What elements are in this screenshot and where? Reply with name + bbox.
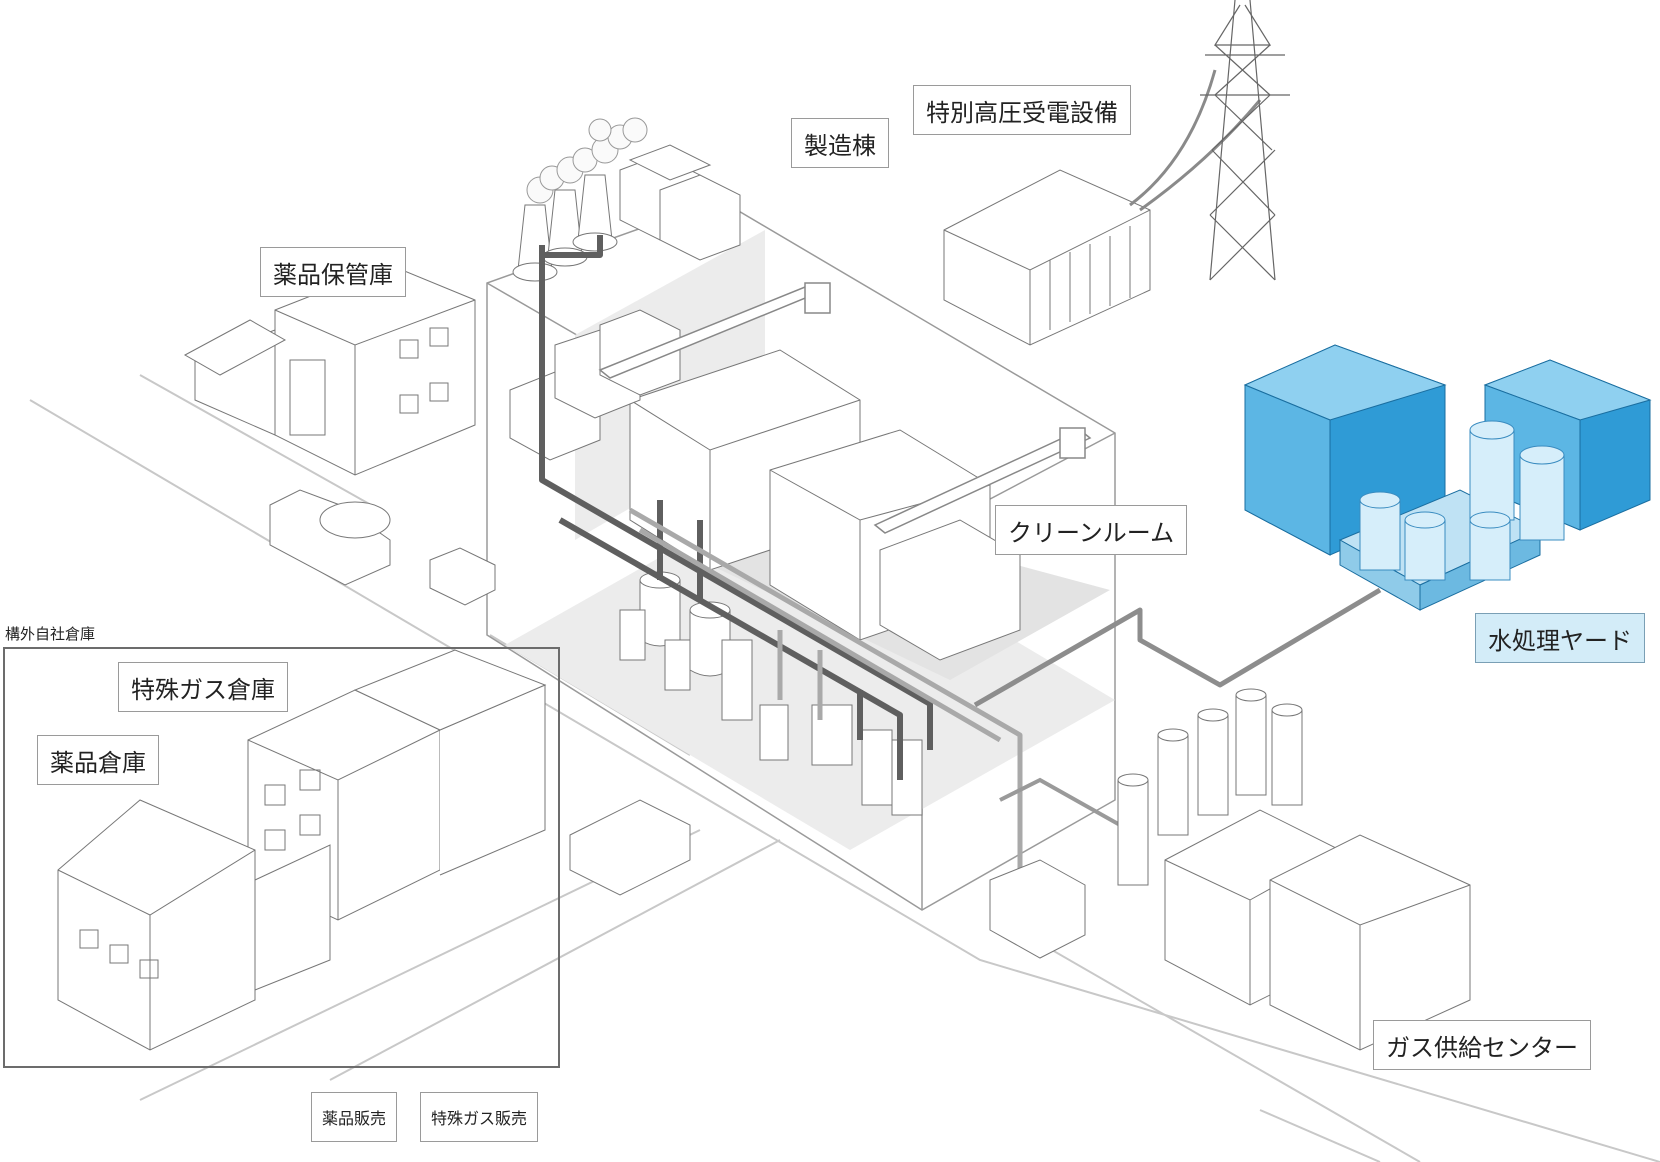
gas-supply-center bbox=[1117, 688, 1471, 1051]
label-gas-supply-center: ガス供給センター bbox=[1373, 1020, 1591, 1070]
exhaust-duct-dark bbox=[539, 235, 934, 780]
vehicles bbox=[269, 489, 1086, 959]
process-tanks bbox=[619, 571, 923, 816]
label-water-treatment-yard: 水処理ヤード bbox=[1475, 613, 1645, 663]
label-manufacturing-building: 製造棟 bbox=[791, 118, 889, 168]
chemical-storehouse-building bbox=[183, 264, 476, 476]
process-equipment bbox=[509, 144, 1021, 661]
transmission-tower bbox=[1200, 0, 1290, 281]
water-treatment-buildings bbox=[1243, 344, 1652, 611]
label-cleanroom: クリーンルーム bbox=[995, 505, 1188, 555]
offsite-warehouse-frame bbox=[3, 647, 560, 1068]
label-chemical-storehouse: 薬品保管庫 bbox=[260, 247, 406, 297]
roof-duct bbox=[598, 282, 1092, 534]
label-special-gas-warehouse: 特殊ガス倉庫 bbox=[118, 662, 288, 712]
water-pipe bbox=[973, 587, 1382, 708]
label-special-gas-sales: 特殊ガス販売 bbox=[420, 1092, 539, 1142]
label-offsite-warehouse: 構外自社倉庫 bbox=[5, 625, 96, 643]
gas-feed-pipe bbox=[999, 777, 1121, 827]
power-receiving-substation bbox=[943, 169, 1151, 346]
gas-pipe-light bbox=[628, 507, 1023, 880]
offsite-warehouse-buildings bbox=[57, 649, 547, 1051]
label-chemical-sales: 薬品販売 bbox=[311, 1092, 398, 1142]
scrubber-stacks bbox=[512, 117, 648, 282]
label-chemical-warehouse: 薬品倉庫 bbox=[37, 735, 159, 785]
power-lines bbox=[1129, 69, 1262, 212]
label-extra-high-voltage: 特別高圧受電設備 bbox=[913, 85, 1131, 135]
